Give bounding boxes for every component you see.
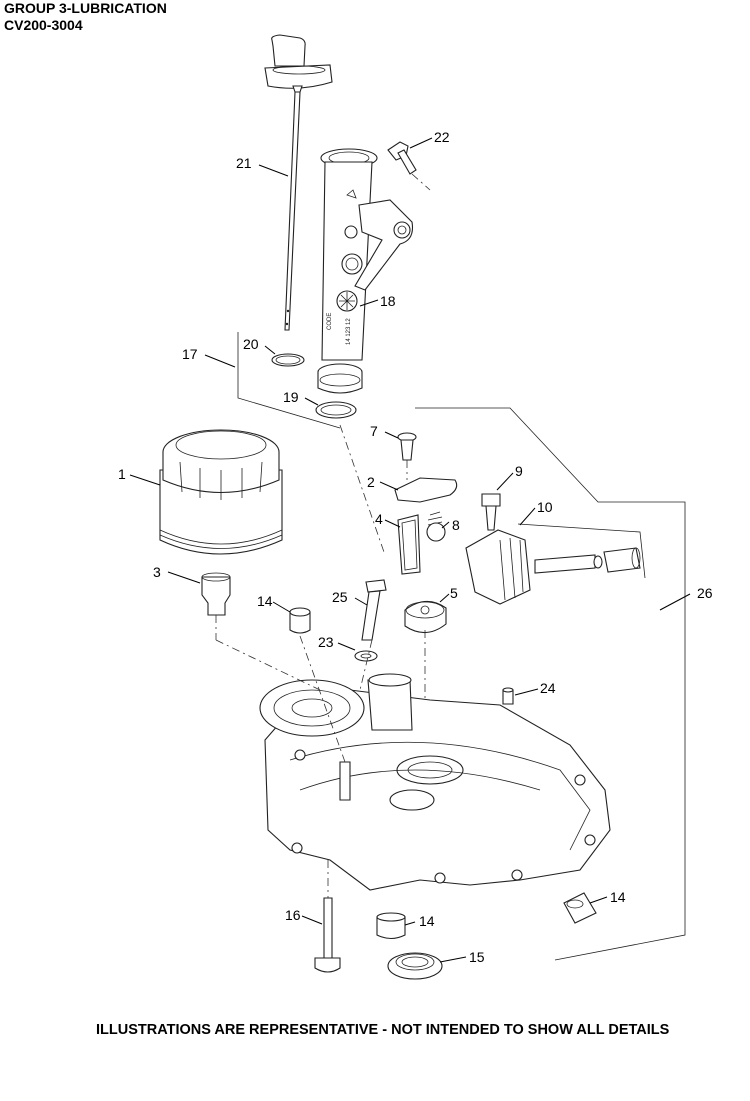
tube-code-marking: CODE: [327, 313, 333, 330]
callout-8: 8: [452, 517, 460, 533]
callout-14-c: 14: [419, 913, 435, 929]
part-8-ball: [426, 522, 446, 542]
model-number: CV200-3004: [4, 17, 83, 33]
callout-26: 26: [697, 585, 713, 601]
leader-lines: [129, 137, 691, 963]
callout-3: 3: [153, 564, 161, 580]
part-14-plug-right: [563, 892, 597, 924]
part-16-bolt: [314, 860, 341, 973]
part-5-oil-pump-rotor: [404, 600, 447, 634]
callout-14-a: 14: [257, 593, 273, 609]
callout-23: 23: [318, 634, 334, 650]
callout-14-b: 14: [610, 889, 626, 905]
tube-number-marking: 14 123 12: [346, 318, 352, 345]
part-15-oil-seal: [387, 952, 443, 980]
part-14-plug-bottom: [376, 912, 406, 940]
part-25-bolt: [361, 579, 387, 641]
part-17-group-bracket: [237, 332, 341, 429]
group-title: GROUP 3-LUBRICATION: [4, 0, 167, 16]
callout-25: 25: [332, 589, 348, 605]
part-24-dowel-pin: [502, 687, 514, 705]
part-26-group-bracket: [415, 407, 686, 961]
callout-24: 24: [540, 680, 556, 696]
part-callouts: 21 22 18 17 20 19 7 1 2 4 8 9 10 3 14 25…: [118, 129, 713, 965]
part-9-bolt: [481, 493, 501, 531]
callout-20: 20: [243, 336, 259, 352]
oil-relief-spring: [427, 511, 443, 531]
part-7-screw: [397, 432, 417, 480]
callout-21: 21: [236, 155, 252, 171]
crankcase-cover: [259, 673, 611, 891]
callout-16: 16: [285, 907, 301, 923]
callout-19: 19: [283, 389, 299, 405]
callout-18: 18: [380, 293, 396, 309]
callout-1: 1: [118, 466, 126, 482]
callout-15: 15: [469, 949, 485, 965]
callout-5: 5: [450, 585, 458, 601]
part-14-plug-left: [289, 607, 311, 634]
callout-22: 22: [434, 129, 450, 145]
part-3-nipple-fitting: [201, 572, 231, 640]
part-23-washer: [354, 650, 378, 662]
part-18-dipstick-tube: CODE 14 123 12: [317, 148, 414, 394]
callout-2: 2: [367, 474, 375, 490]
part-21-dipstick: [264, 34, 333, 331]
callout-9: 9: [515, 463, 523, 479]
callout-4: 4: [375, 511, 383, 527]
centerline: [339, 424, 386, 556]
part-4-gasket: [397, 514, 421, 575]
part-19-o-ring: [315, 401, 357, 419]
disclaimer-note: ILLUSTRATIONS ARE REPRESENTATIVE - NOT I…: [96, 1022, 670, 1038]
part-2-cover-plate: [394, 477, 458, 503]
callout-10: 10: [537, 499, 553, 515]
part-1-oil-filter: [159, 429, 283, 555]
part-22-bolt: [387, 141, 431, 191]
part-10-oil-pump: [465, 523, 646, 605]
callout-7: 7: [370, 423, 378, 439]
callout-17: 17: [182, 346, 198, 362]
